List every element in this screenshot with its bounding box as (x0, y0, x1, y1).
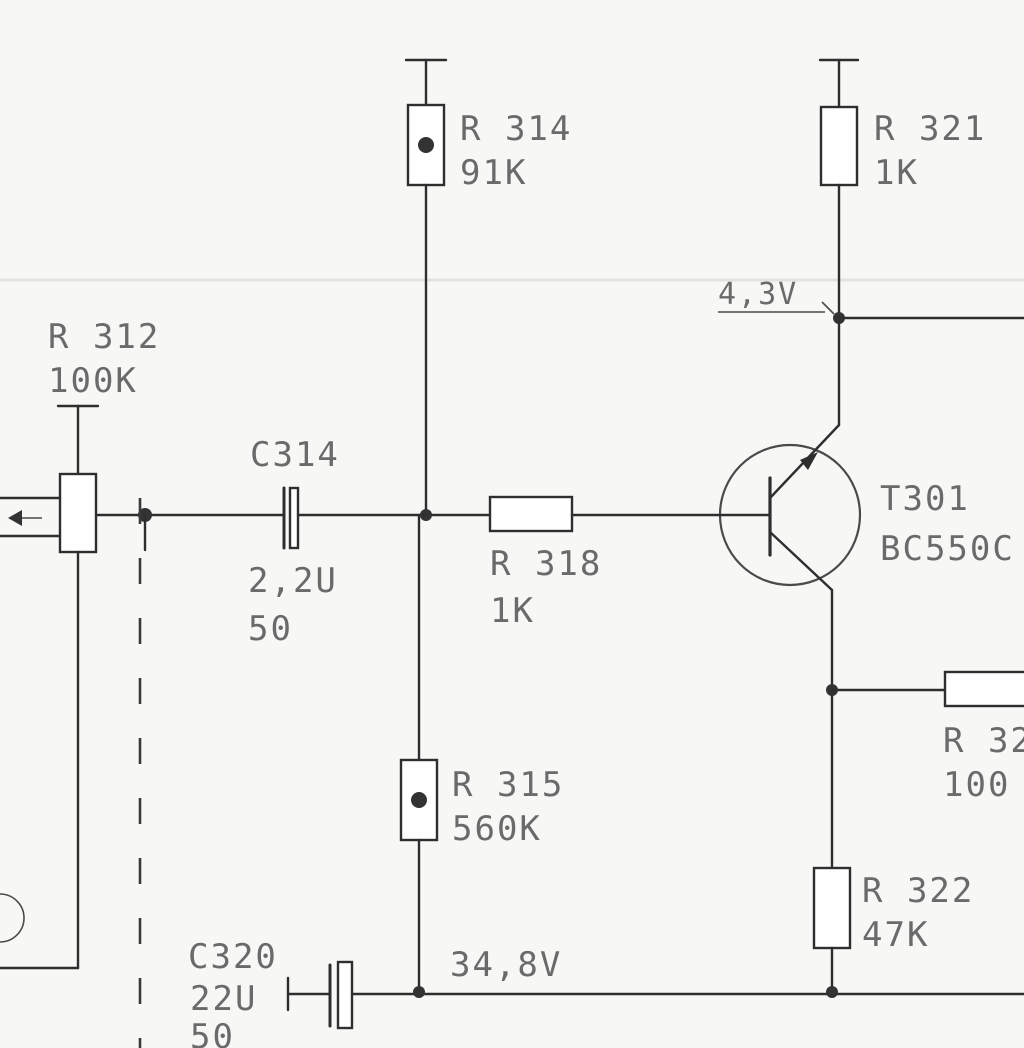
capacitor-c320: C320 22U 50 (188, 937, 1024, 1048)
capacitor-c314: C314 2,2U 50 (93, 435, 428, 649)
resistor-r318: R 318 1K (424, 495, 772, 631)
c320-voltage: 50 (190, 1017, 235, 1048)
resistor-r325: R 325 100 (826, 670, 1024, 805)
r314-ref: R 314 (460, 109, 572, 149)
r315-value: 560K (452, 809, 542, 849)
c320-ref: C320 (188, 937, 278, 977)
r321-ref: R 321 (874, 109, 986, 149)
supply-node-right (826, 986, 838, 998)
r318-value: 1K (490, 591, 535, 631)
c320-value: 22U (190, 979, 257, 1019)
r325-ref: R 325 (943, 721, 1024, 761)
resistor-r322: R 322 47K (812, 688, 974, 994)
t301-type: BC550C (880, 529, 1015, 569)
collector-voltage: 4,3V (718, 277, 798, 312)
resistor-r315: R 315 560K (399, 513, 564, 994)
r314-value: 91K (460, 153, 527, 193)
c314-voltage: 50 (248, 609, 293, 649)
r325-value: 100 (943, 765, 1010, 805)
c314-value: 2,2U (248, 561, 338, 601)
connector-circle (0, 893, 25, 943)
supply-voltage: 34,8V (450, 945, 562, 985)
c314-ref: C314 (250, 435, 340, 475)
collector-node: 4,3V (718, 277, 1024, 427)
trimmer-dot (418, 137, 434, 153)
resistor-r314: R 314 91K (404, 58, 572, 517)
trimmer-dot (411, 792, 427, 808)
r312-ref: R 312 (48, 317, 160, 357)
r322-ref: R 322 (862, 871, 974, 911)
r312-value: 100K (48, 361, 138, 401)
resistor-r321: R 321 1K (818, 58, 986, 320)
r321-value: 1K (874, 153, 919, 193)
t301-ref: T301 (880, 479, 970, 519)
supply-node (413, 986, 425, 998)
transistor-t301: T301 BC550C (718, 423, 1015, 692)
r318-ref: R 318 (490, 544, 602, 584)
potentiometer-r312: R 312 100K (0, 317, 160, 970)
r322-value: 47K (862, 915, 929, 955)
r315-ref: R 315 (452, 765, 564, 805)
